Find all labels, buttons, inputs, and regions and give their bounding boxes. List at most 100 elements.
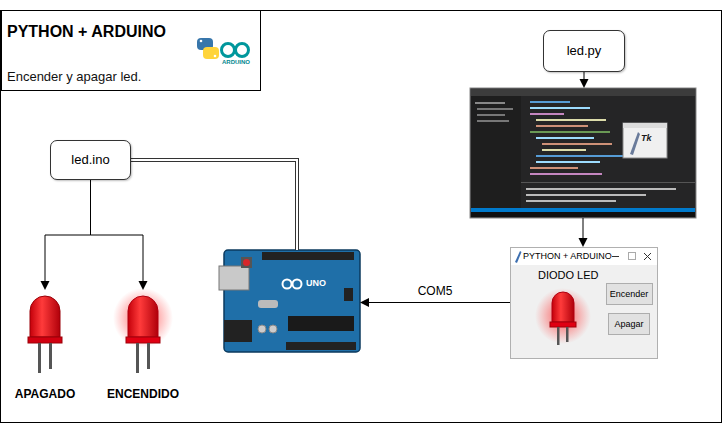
subtitle-text: Encender y apagar led. — [7, 70, 141, 85]
connector — [131, 160, 297, 250]
usb-port — [219, 266, 249, 290]
python-logo-eye — [214, 55, 217, 58]
sidebar-line — [477, 114, 505, 116]
sidebar-line — [477, 120, 509, 122]
sidebar-line — [477, 108, 513, 110]
tk-window — [623, 123, 667, 158]
connector-line — [369, 302, 510, 303]
tk-window-titlebar — [623, 123, 667, 128]
connector-line — [584, 72, 585, 79]
led-rim — [28, 337, 62, 343]
arrowhead — [360, 298, 369, 307]
led-state-label: ENCENDIDO — [103, 388, 183, 402]
led-leg — [147, 343, 150, 369]
gui-window — [511, 248, 658, 359]
connector-line — [91, 180, 144, 281]
led-on-node: ENCENDIDO — [103, 290, 183, 406]
code-line — [530, 131, 610, 133]
title-text: PYTHON + ARDUINO — [7, 23, 166, 41]
arrowhead — [139, 281, 148, 290]
code-line — [530, 167, 578, 169]
led-off-node: APAGADO — [5, 290, 85, 406]
ide-sidebar — [471, 96, 521, 208]
connector-line — [583, 218, 584, 238]
arrowhead — [579, 238, 588, 247]
led-on — [113, 288, 173, 373]
file-box: led.py — [543, 30, 625, 72]
reset-button — [243, 259, 250, 266]
code-line — [542, 149, 586, 151]
led-rim — [126, 337, 160, 343]
terminal-line — [526, 188, 676, 190]
gui-button: Encender — [606, 283, 653, 305]
button-text: Apagar — [614, 319, 643, 329]
led-leg — [38, 343, 41, 373]
board-model: UNO — [306, 278, 326, 288]
python-arduino-logo — [197, 38, 249, 59]
led-glow — [535, 288, 591, 344]
terminal-divider — [521, 182, 695, 183]
connector — [360, 298, 510, 307]
icsp-header — [344, 288, 353, 301]
analog-header — [286, 342, 356, 350]
board-pcb — [224, 250, 360, 352]
maximize-icon — [629, 253, 636, 260]
close-icon — [644, 253, 651, 260]
code-line — [530, 107, 590, 109]
led-dome — [552, 292, 574, 322]
code-line — [536, 125, 588, 127]
led-dome — [128, 296, 158, 337]
window-title: PYTHON + ARDUINO — [523, 251, 612, 261]
board-logo-loop — [293, 280, 302, 289]
gui-window-node: PYTHON + ARDUINO DIODO LED EncenderApagar — [510, 247, 657, 358]
code-line — [542, 143, 612, 145]
arduino-logo-loop — [222, 44, 235, 57]
terminal-line — [526, 194, 646, 196]
gui-button: Apagar — [608, 313, 650, 335]
code-line — [530, 113, 564, 115]
connector — [579, 218, 588, 247]
led-rim — [550, 322, 576, 327]
connector — [91, 180, 148, 290]
arrowhead — [580, 79, 589, 88]
microcontroller-chip — [288, 316, 354, 331]
arduino-logo-loop — [236, 44, 249, 57]
tk-feather — [630, 132, 640, 155]
connector — [580, 72, 589, 88]
button-text: Encender — [610, 289, 649, 299]
screenshot-frame — [470, 88, 696, 218]
led-dome — [30, 296, 60, 337]
file-name: led.ino — [71, 153, 109, 168]
terminal-line — [526, 200, 616, 202]
led-state-label: APAGADO — [5, 388, 85, 402]
code-line — [536, 161, 600, 163]
capacitor — [258, 325, 266, 333]
led-glow — [113, 288, 173, 348]
window-heading: DIODO LED — [538, 269, 599, 282]
window-body — [511, 248, 658, 359]
crystal — [258, 300, 278, 308]
code-line — [530, 173, 602, 175]
capacitor — [269, 325, 277, 333]
ide-titlebar — [471, 89, 695, 96]
led-leg — [557, 327, 560, 345]
sidebar-line — [475, 102, 505, 104]
connector-line — [45, 180, 91, 281]
connector-label: COM5 — [416, 285, 455, 299]
taskbar — [471, 212, 695, 217]
connector-line — [131, 160, 297, 250]
code-line — [536, 137, 594, 139]
window-icon — [515, 251, 522, 263]
connector-gap — [131, 160, 297, 250]
led-leg — [566, 327, 569, 342]
led-leg — [136, 343, 139, 373]
led-off — [28, 296, 62, 373]
python-logo-eye — [200, 40, 203, 43]
led-leg — [49, 343, 52, 369]
connector — [41, 180, 91, 290]
digital-header — [262, 252, 354, 260]
arduino-board — [219, 250, 360, 352]
ide-screenshot — [470, 88, 696, 218]
